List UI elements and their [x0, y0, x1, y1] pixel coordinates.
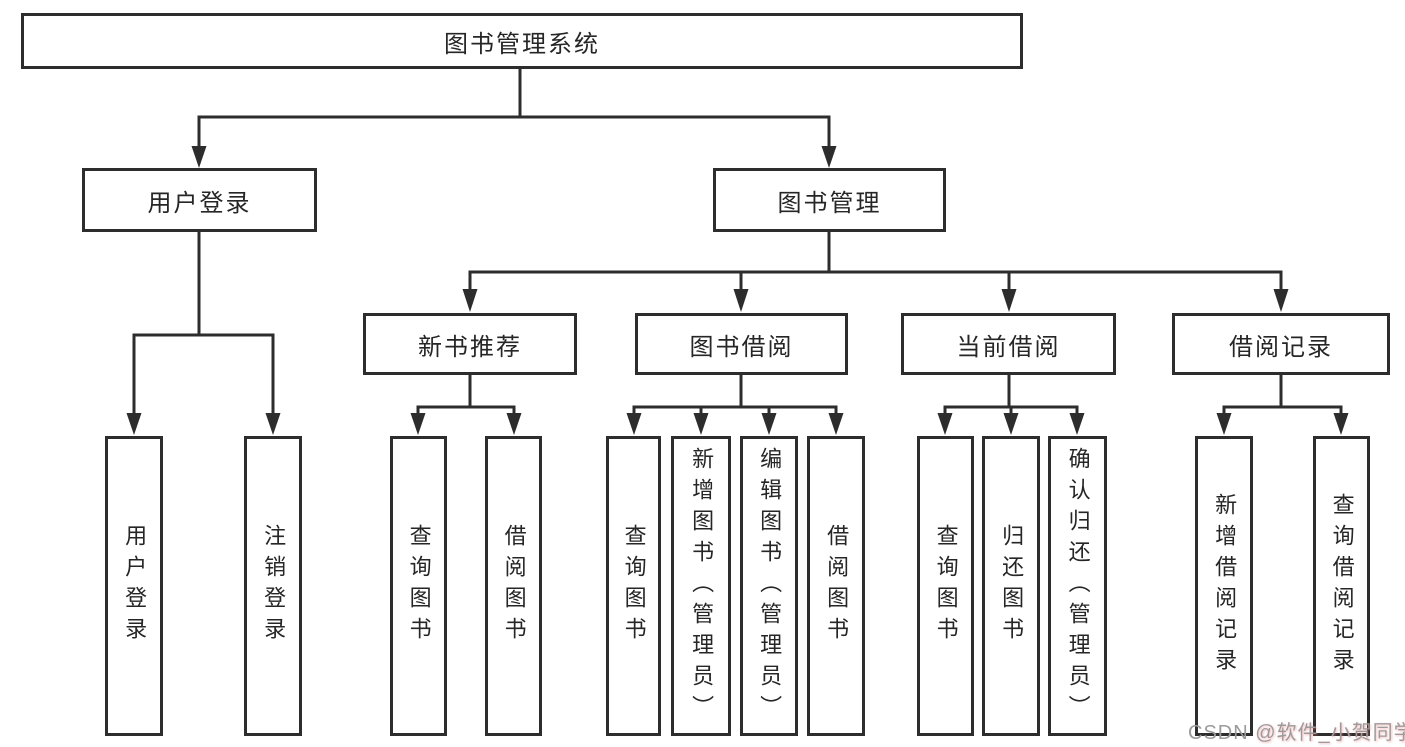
- node-label: 图书管理系统: [444, 30, 600, 58]
- node-current-borrow: 当前借阅: [901, 313, 1116, 375]
- watermark: CSDN @软件_小贺同学: [1188, 716, 1405, 745]
- node-bb-borrow-book: 借阅图书: [807, 436, 865, 736]
- node-label: 图书管理: [777, 189, 882, 217]
- node-user-login: 用户登录: [105, 436, 163, 736]
- node-label: 归还图书: [999, 524, 1025, 648]
- node-user-login-group: 用户登录: [82, 168, 317, 232]
- node-cb-query-book: 查询图书: [917, 436, 974, 736]
- node-borrow-records: 借阅记录: [1172, 313, 1390, 375]
- watermark-handle: @软件_小贺同学: [1255, 722, 1405, 744]
- connector-user-login-children: [126, 230, 281, 435]
- node-label: 新书推荐: [418, 333, 522, 361]
- node-book-borrow: 图书借阅: [635, 313, 848, 375]
- connector-root-to-level2: [191, 67, 837, 168]
- connector-current-borrow-children: [937, 373, 1085, 435]
- node-label: 新增借阅记录: [1212, 493, 1238, 679]
- node-bb-query-book: 查询图书: [606, 436, 661, 736]
- connector-book-mgmt-children: [462, 230, 1289, 312]
- node-logout: 注销登录: [244, 436, 302, 736]
- node-label: 查询图书: [621, 524, 647, 648]
- node-book-mgmt-group: 图书管理: [713, 168, 946, 232]
- node-br-query-record: 查询借阅记录: [1313, 436, 1370, 736]
- node-bb-add-book: 新增图书（管理员）: [671, 436, 731, 736]
- node-label: 查询图书: [933, 524, 959, 648]
- node-label: 图书借阅: [689, 333, 794, 361]
- node-nb-borrow-book: 借阅图书: [485, 436, 542, 736]
- node-label: 注销登录: [261, 524, 287, 648]
- node-label: 查询借阅记录: [1329, 493, 1355, 679]
- connector-book-borrow-children: [626, 373, 844, 435]
- connector-borrow-records-children: [1216, 373, 1349, 435]
- node-bb-edit-book: 编辑图书（管理员）: [740, 436, 798, 736]
- node-root: 图书管理系统: [21, 13, 1023, 69]
- watermark-prefix: CSDN: [1188, 722, 1256, 744]
- node-label: 用户登录: [147, 189, 252, 217]
- node-label: 查询图书: [406, 524, 432, 648]
- node-label: 借阅图书: [501, 524, 527, 648]
- connector-new-book-children: [410, 373, 522, 435]
- node-label: 当前借阅: [956, 333, 1061, 361]
- node-nb-query-book: 查询图书: [390, 436, 447, 736]
- node-new-book-rec: 新书推荐: [363, 313, 577, 375]
- node-label: 确认归还（管理员）: [1065, 446, 1091, 726]
- node-label: 用户登录: [122, 524, 148, 648]
- node-cb-confirm-return: 确认归还（管理员）: [1048, 436, 1107, 736]
- node-cb-return-book: 归还图书: [982, 436, 1040, 736]
- node-br-add-record: 新增借阅记录: [1195, 436, 1253, 736]
- node-label: 新增图书（管理员）: [689, 446, 715, 726]
- node-label: 借阅记录: [1229, 333, 1333, 361]
- node-label: 借阅图书: [824, 524, 850, 648]
- node-label: 编辑图书（管理员）: [757, 446, 783, 726]
